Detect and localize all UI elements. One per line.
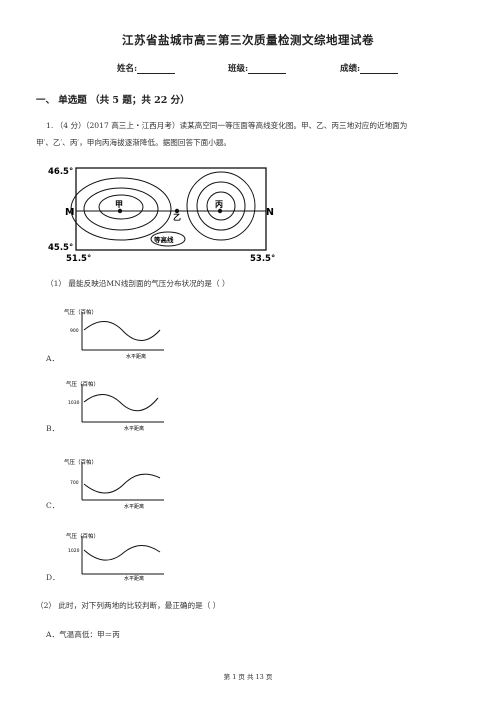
- graph-d-curve: [83, 545, 161, 561]
- graph-c-curve: [83, 473, 161, 494]
- option-d-letter[interactable]: D．: [46, 573, 60, 582]
- graph-b: 气压（百帕） 1030 水平距离: [66, 380, 164, 432]
- sub-question-2: （2） 此时，对下列两地的比较判断，最正确的是（ ）: [36, 601, 221, 610]
- class-label: 班级:: [228, 64, 249, 74]
- graph-c: 气压（百帕） 700 水平距离: [64, 458, 164, 510]
- graph-d-xlabel: 水平距离: [124, 575, 144, 582]
- contour-small: [150, 231, 186, 247]
- class-field: 班级:: [228, 62, 287, 74]
- contour-left-inner: [98, 194, 144, 220]
- lon-left-label: 51.5°: [66, 254, 91, 264]
- map-frame: [75, 167, 267, 251]
- lat-top-label: 46.5°: [48, 167, 73, 177]
- contour-label: 等高线: [153, 235, 174, 244]
- name-field: 姓名:: [117, 62, 176, 74]
- graph-a-xlabel: 水平距离: [126, 353, 146, 360]
- bing-label: 丙: [215, 200, 223, 209]
- graph-c-tick: 700: [70, 480, 79, 486]
- point-jia-dot: [117, 208, 123, 214]
- question-1-line-1: 1. （4 分）（2017 高三上・江西月考）读某高空同一等压面等高线变化图。甲…: [46, 121, 408, 130]
- point-yi-dot: [174, 208, 180, 214]
- point-bing-dot: [217, 208, 223, 214]
- yi-label: 乙: [173, 213, 181, 222]
- lat-bottom-label: 45.5°: [48, 243, 73, 253]
- n-label: N: [266, 207, 274, 218]
- contour-left-middle: [83, 187, 159, 231]
- sub-question-2-option-a[interactable]: A．气温高低：甲＝丙: [46, 630, 120, 639]
- option-b-letter[interactable]: B．: [46, 424, 60, 433]
- sub-question-1: （1） 最能反映沿MN线剖面的气压分布状况的是（ ）: [46, 279, 230, 288]
- graph-d: 气压（百帕） 1020 水平距离: [66, 532, 164, 582]
- jia-label: 甲: [115, 200, 123, 209]
- name-label: 姓名:: [117, 64, 138, 74]
- graph-a: 气压（百帕） 900 水平距离: [64, 308, 164, 360]
- m-label: M: [65, 207, 74, 218]
- score-blank: [360, 64, 399, 74]
- graph-b-xlabel: 水平距离: [124, 425, 144, 432]
- contour-map: 46.5° 45.5° 51.5° 53.5° M N 甲 乙 丙 等高线: [48, 167, 275, 264]
- option-a-letter[interactable]: A．: [46, 354, 60, 363]
- contour-right-middle: [196, 181, 246, 231]
- graph-b-curve: [83, 394, 159, 412]
- graph-b-ylabel: 气压（百帕）: [66, 380, 99, 388]
- graph-b-tick: 1030: [68, 400, 80, 406]
- contour-right-inner: [206, 191, 236, 221]
- graph-a-tick: 900: [70, 328, 79, 334]
- graph-c-ylabel: 气压（百帕）: [64, 458, 97, 466]
- section-heading: 一、 单选题 （共 5 题；共 22 分）: [36, 95, 190, 106]
- score-label: 成绩:: [340, 64, 361, 74]
- graph-a-ylabel: 气压（百帕）: [64, 308, 97, 316]
- graph-d-ylabel: 气压（百帕）: [66, 532, 99, 540]
- contour-right-outer: [186, 171, 256, 241]
- lon-right-label: 53.5°: [250, 254, 275, 264]
- contour-left-outer: [70, 177, 172, 241]
- question-1-line-2: 甲′、乙′、丙′，甲向丙海拔逐渐降低。据图回答下面小题。: [36, 138, 232, 147]
- page-title: 江苏省盐城市高三第三次质量检测文综地理试卷: [122, 33, 374, 47]
- graph-c-xlabel: 水平距离: [124, 503, 144, 510]
- option-c-letter[interactable]: C．: [46, 501, 60, 510]
- score-field: 成绩:: [340, 62, 399, 74]
- page-footer: 第 1 页 共 13 页: [223, 673, 273, 681]
- graph-d-tick: 1020: [68, 548, 80, 554]
- graph-a-curve: [83, 321, 161, 341]
- name-blank: [137, 64, 176, 74]
- class-blank: [248, 64, 287, 74]
